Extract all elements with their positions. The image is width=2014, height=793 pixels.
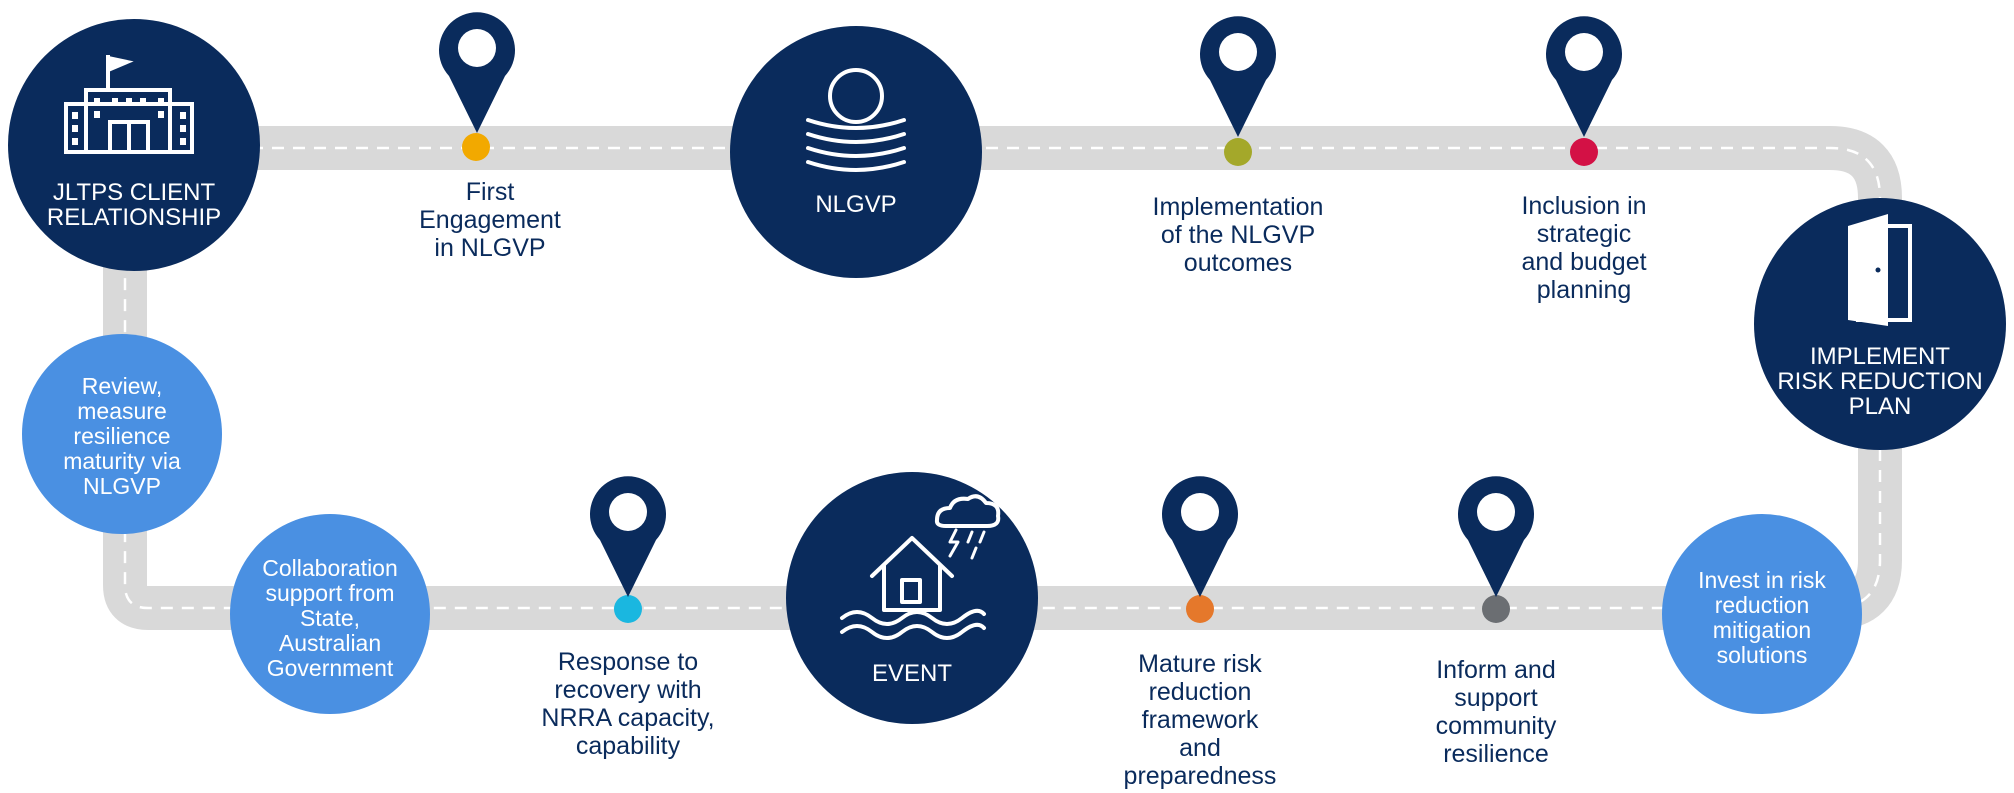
label-line: Implementation bbox=[1152, 193, 1324, 221]
label-line: RISK REDUCTION bbox=[1777, 368, 1983, 395]
label-line: Engagement bbox=[419, 206, 561, 234]
collaboration-circle bbox=[230, 514, 430, 714]
sun-waves-icon bbox=[806, 68, 906, 172]
label-line: recovery with bbox=[554, 676, 702, 704]
label-line: reduction bbox=[1148, 678, 1252, 706]
label-line: and bbox=[1179, 734, 1221, 762]
label-line: Inform and bbox=[1436, 656, 1556, 684]
label-line: maturity via bbox=[63, 448, 181, 474]
label-line: State, bbox=[299, 605, 361, 631]
nlgvp-circle bbox=[730, 26, 982, 278]
label-line: Review, bbox=[81, 373, 163, 399]
map-pin-icon bbox=[1162, 476, 1238, 597]
client-relationship-label: JLTPS CLIENT RELATIONSHIP bbox=[24, 180, 244, 230]
event-circle bbox=[786, 472, 1038, 724]
client-relationship-circle bbox=[8, 19, 260, 271]
map-pin-icon bbox=[1458, 476, 1534, 597]
collaboration-label: Collaboration support from State, Austra… bbox=[240, 556, 420, 681]
label-line: Government bbox=[266, 655, 394, 681]
map-pin-icon bbox=[1200, 16, 1276, 138]
label-line: RELATIONSHIP bbox=[46, 204, 222, 231]
label-line: mitigation bbox=[1712, 617, 1812, 643]
label-line: First bbox=[465, 178, 515, 206]
marker-dot-mature bbox=[1186, 595, 1214, 623]
implement-plan-label: IMPLEMENT RISK REDUCTION PLAN bbox=[1770, 344, 1990, 419]
label-line: in NLGVP bbox=[434, 234, 546, 262]
label-line: Response to bbox=[557, 648, 699, 676]
label-line: Collaboration bbox=[262, 555, 398, 581]
marker-dot-first-engagement bbox=[462, 133, 490, 161]
label-line: IMPLEMENT bbox=[1809, 343, 1950, 370]
response-label: Response to recovery with NRRA capacity,… bbox=[518, 648, 738, 760]
label-line: resilience bbox=[73, 423, 171, 449]
marker-dot-inclusion bbox=[1570, 138, 1598, 166]
map-pin-icon bbox=[1546, 16, 1622, 138]
invest-circle bbox=[1662, 514, 1862, 714]
label-line: EVENT bbox=[871, 660, 952, 687]
label-line: planning bbox=[1536, 276, 1632, 304]
road-track bbox=[103, 126, 1902, 630]
label-line: Inclusion in bbox=[1521, 192, 1647, 220]
mature-label: Mature risk reduction framework and prep… bbox=[1100, 650, 1300, 790]
label-line: Mature risk bbox=[1138, 650, 1262, 678]
inclusion-label: Inclusion in strategic and budget planni… bbox=[1484, 192, 1684, 304]
label-line: support bbox=[1454, 684, 1538, 712]
map-pin-icon bbox=[590, 476, 666, 597]
label-line: community bbox=[1435, 712, 1557, 740]
label-line: Australian bbox=[278, 630, 382, 656]
label-line: NRRA capacity, bbox=[541, 704, 715, 732]
marker-dot-response bbox=[614, 595, 642, 623]
map-pin-icon bbox=[439, 12, 515, 134]
label-line: Invest in risk bbox=[1698, 567, 1826, 593]
marker-dot-inform bbox=[1482, 595, 1510, 623]
review-circle bbox=[22, 334, 222, 534]
first-engagement-label: First Engagement in NLGVP bbox=[390, 178, 590, 262]
label-line: PLAN bbox=[1848, 393, 1912, 420]
door-icon bbox=[1848, 214, 1912, 326]
label-line: JLTPS CLIENT bbox=[52, 179, 216, 206]
label-line: framework bbox=[1141, 706, 1259, 734]
label-line: and budget bbox=[1521, 248, 1647, 276]
event-label: EVENT bbox=[802, 661, 1022, 686]
label-line: strategic bbox=[1536, 220, 1632, 248]
label-line: resilience bbox=[1443, 740, 1549, 768]
label-line: measure bbox=[77, 398, 167, 424]
nlgvp-label: NLGVP bbox=[746, 192, 966, 217]
label-line: solutions bbox=[1716, 642, 1808, 668]
inform-label: Inform and support community resilience bbox=[1396, 656, 1596, 768]
label-line: NLGVP bbox=[83, 473, 161, 499]
label-line: support from bbox=[265, 580, 395, 606]
implementation-label: Implementation of the NLGVP outcomes bbox=[1128, 193, 1348, 277]
label-line: outcomes bbox=[1183, 249, 1293, 277]
review-label: Review, measure resilience maturity via … bbox=[32, 374, 212, 499]
label-line: capability bbox=[575, 732, 681, 760]
label-line: preparedness bbox=[1123, 762, 1277, 790]
invest-label: Invest in risk reduction mitigation solu… bbox=[1672, 568, 1852, 668]
label-line: reduction bbox=[1714, 592, 1810, 618]
flooded-house-storm-icon bbox=[840, 494, 1001, 640]
marker-dot-implementation bbox=[1224, 138, 1252, 166]
building-flag-icon bbox=[64, 55, 194, 154]
label-line: of the NLGVP bbox=[1160, 221, 1316, 249]
label-line: NLGVP bbox=[815, 191, 897, 218]
